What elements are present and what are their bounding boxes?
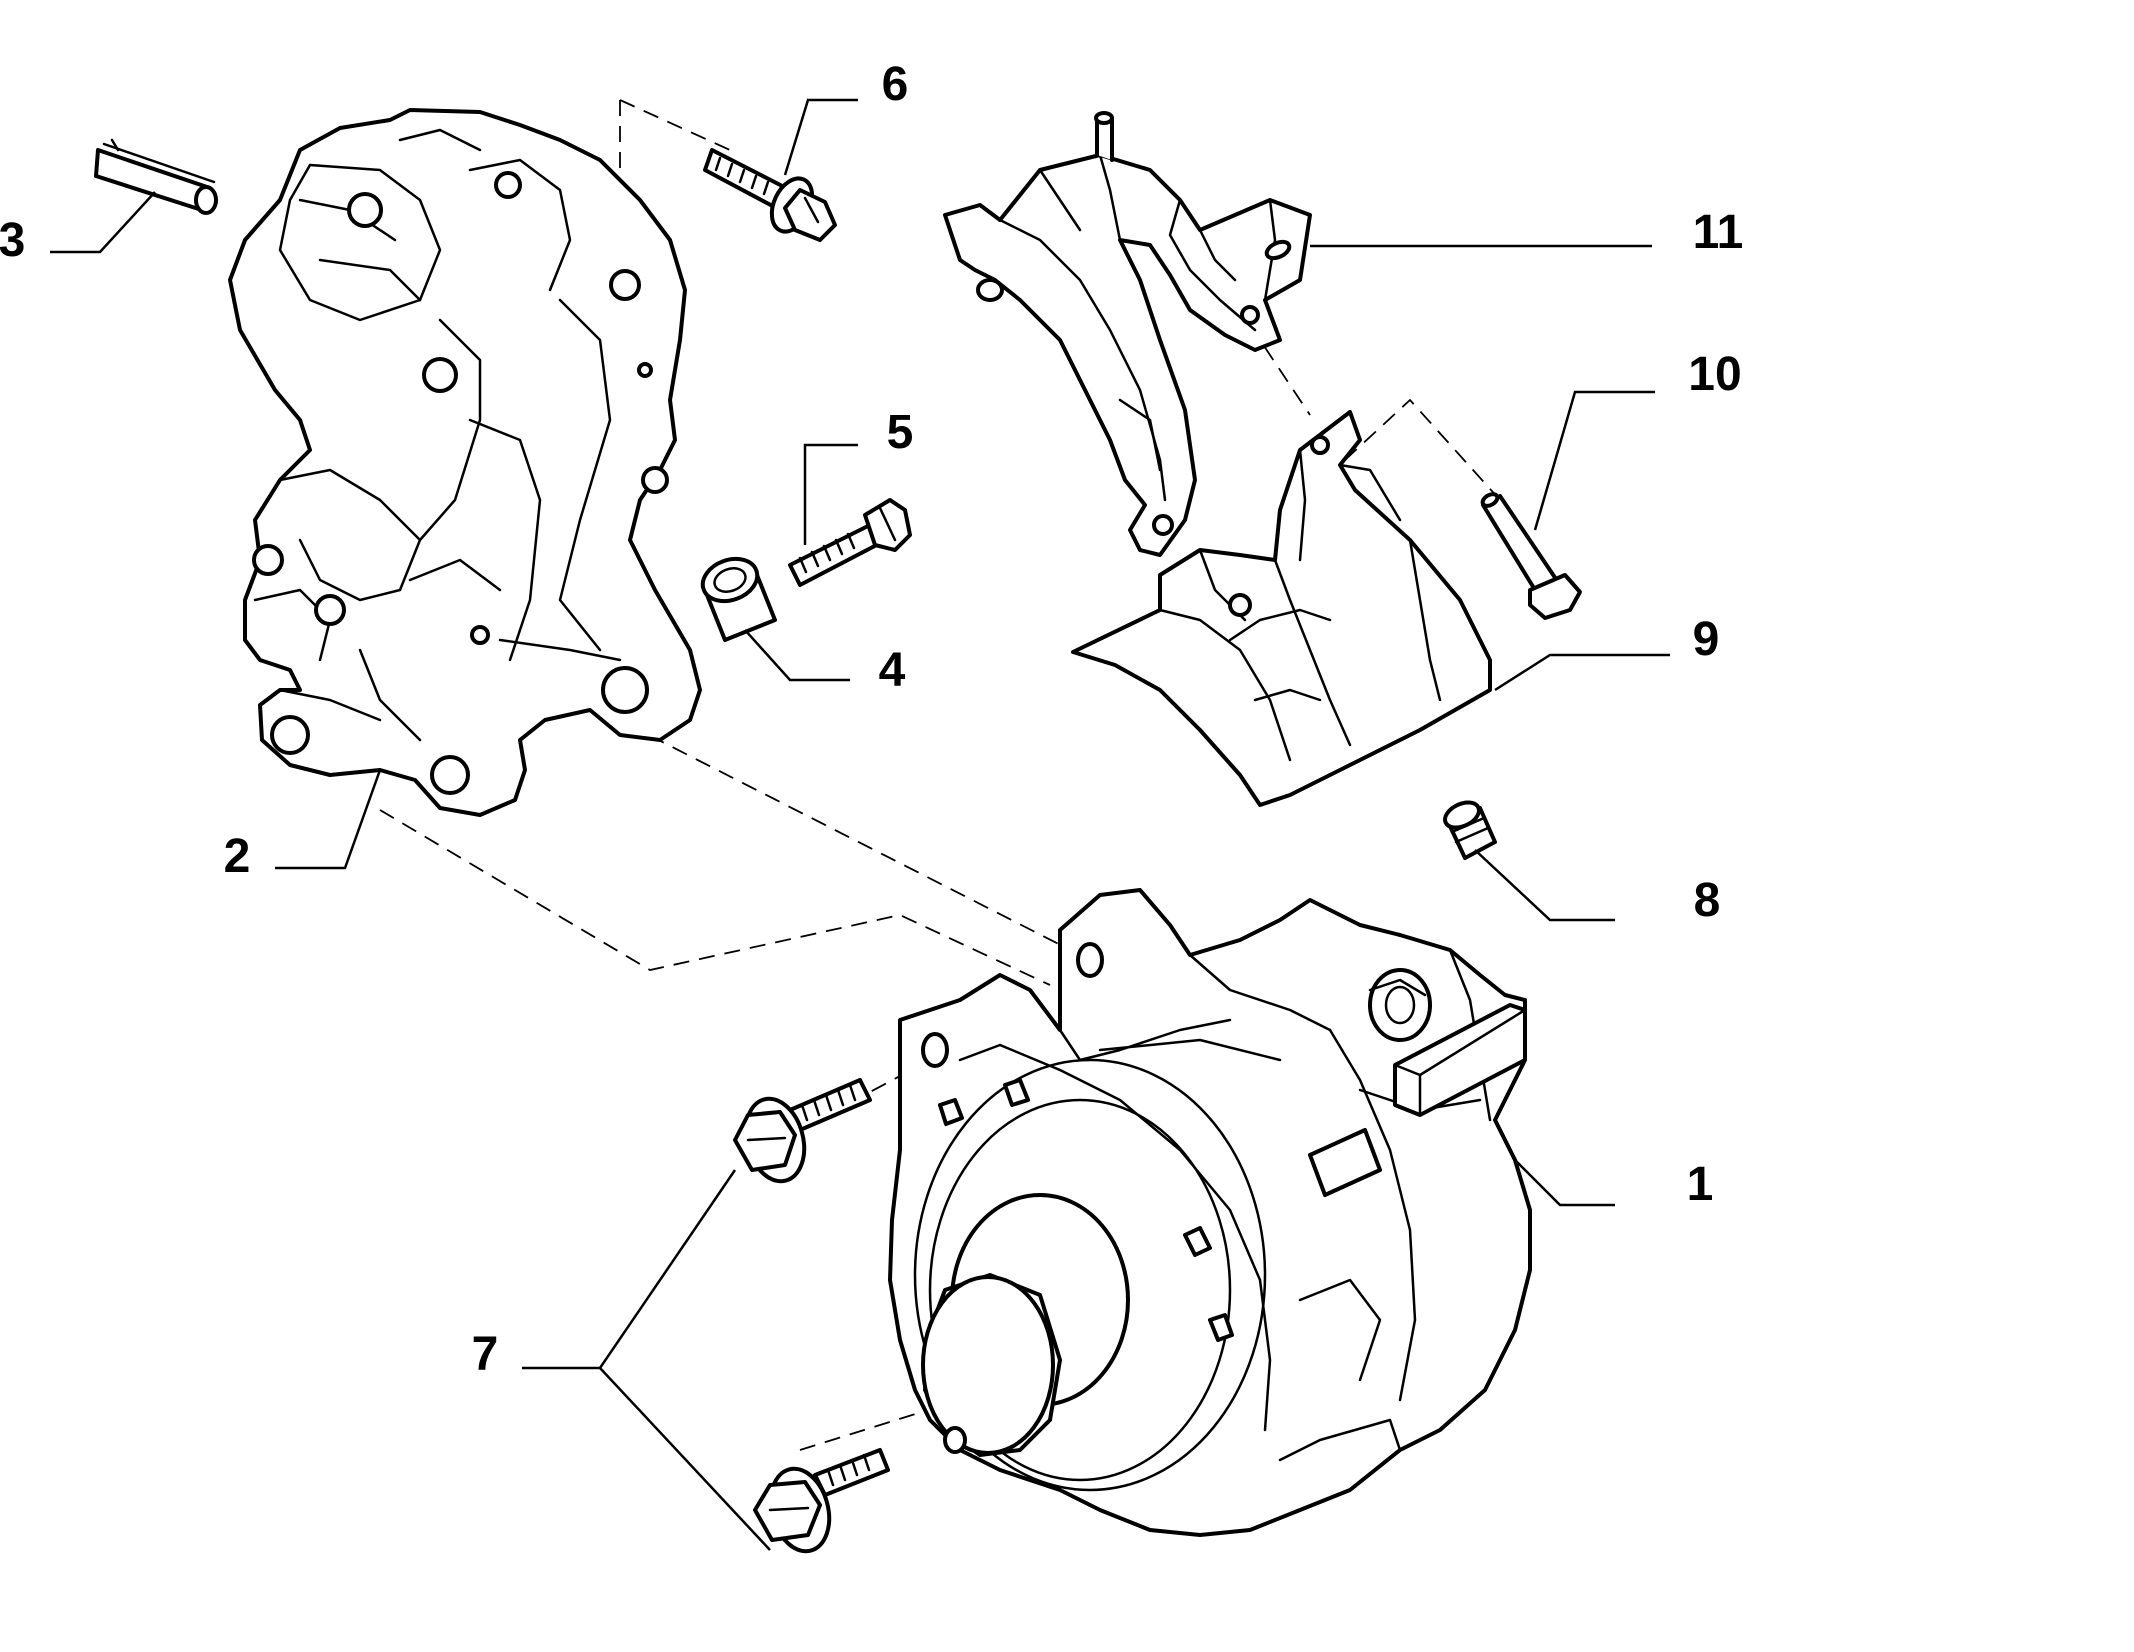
part-lower-shield: [1071, 410, 1492, 807]
part-alternator: [888, 888, 1532, 1537]
callout-labels: 1 2 3 4 5 6 7 8 9 10 11: [0, 58, 1743, 1381]
part-flange-bolt-lower: [753, 1448, 890, 1554]
part-bolt-6: [703, 148, 837, 242]
callout-7: 7: [472, 1328, 499, 1381]
part-alternator-bracket: [228, 108, 702, 817]
part-bolt-10: [1480, 492, 1582, 620]
part-spacer-sleeve: [700, 556, 777, 642]
callout-1: 1: [1687, 1158, 1714, 1211]
callout-10: 10: [1688, 348, 1741, 401]
callout-6: 6: [882, 58, 909, 111]
part-upper-bracket: [943, 111, 1312, 557]
callout-9: 9: [1693, 613, 1720, 666]
callout-2: 2: [224, 830, 251, 883]
leader-lines: [50, 98, 1670, 1551]
part-set-screw: [1443, 800, 1497, 860]
callout-8: 8: [1694, 874, 1721, 927]
callout-5: 5: [887, 406, 914, 459]
callout-3: 3: [0, 214, 25, 267]
part-flange-bolt-upper: [733, 1078, 872, 1184]
callout-4: 4: [879, 644, 906, 697]
part-roll-pin: [94, 138, 218, 215]
callout-11: 11: [1693, 206, 1744, 259]
part-bolt-5: [788, 498, 912, 587]
